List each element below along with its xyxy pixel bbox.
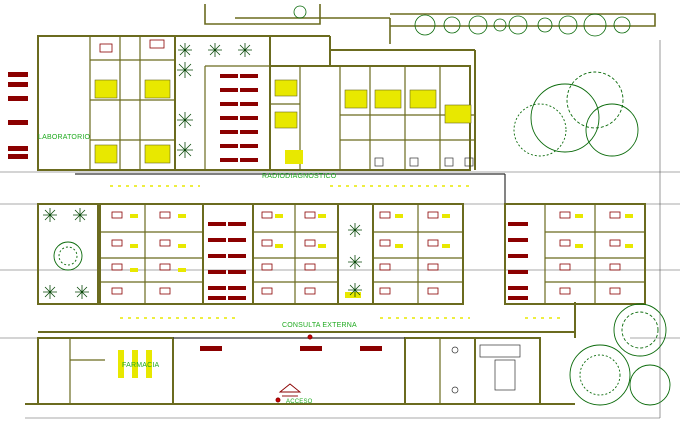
hedge-trees (293, 5, 631, 37)
consult-fixtures (118, 150, 633, 378)
circulation-marks (110, 185, 560, 319)
label-radiodiagnostico: RADIODIAGNOSTICO (262, 173, 337, 180)
label-farmacia: FARMACIA (122, 362, 160, 369)
label-consulta-externa: CONSULTA EXTERNA (282, 322, 357, 329)
site-boundary (204, 4, 656, 44)
service-rooms (94, 79, 472, 164)
table-icon (99, 39, 621, 295)
tree-icon (53, 71, 671, 406)
bed-icon (8, 72, 528, 351)
north-arrow-icon (275, 334, 313, 403)
palm-icon (43, 43, 362, 299)
restroom-fixtures (374, 157, 521, 394)
partition-walls (69, 36, 645, 404)
building-walls (25, 35, 646, 405)
label-laboratorio: LABORATORIO (38, 134, 91, 141)
label-acceso: ACCESO (286, 399, 313, 405)
